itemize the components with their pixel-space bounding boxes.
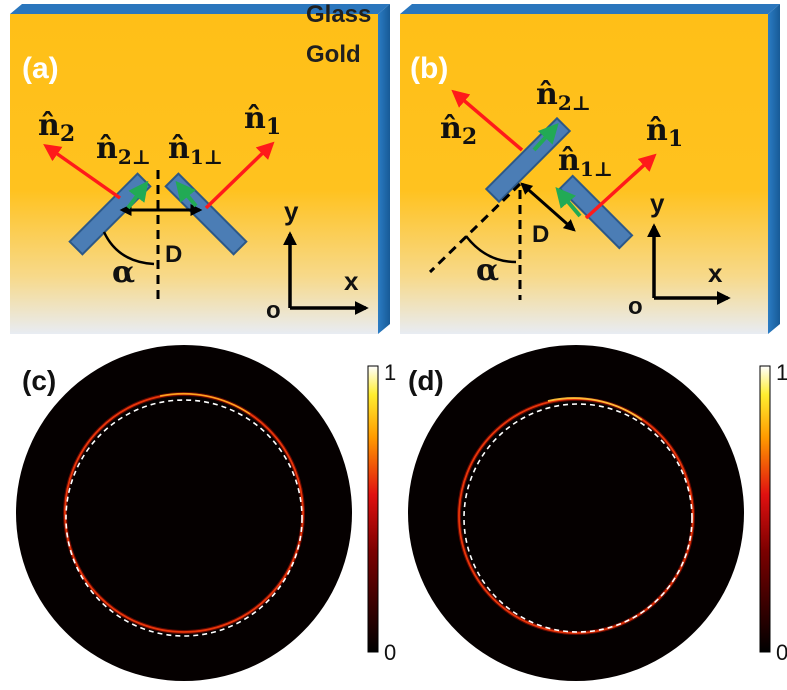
panel-label-c: (c): [22, 365, 56, 396]
gold-face-b: [400, 14, 768, 334]
glass-top-a: [10, 4, 390, 14]
alpha-arc-b: [465, 235, 517, 264]
y-label-b: y: [650, 188, 665, 218]
glass-side-b: [768, 4, 780, 334]
colorbar-max-d: 1: [776, 360, 787, 385]
normal-n1-arrow-a: [204, 141, 275, 210]
ring-d: [458, 398, 694, 634]
distance-arrow-b: [520, 182, 576, 232]
n1perp-label-a: n̂1⊥: [168, 131, 223, 169]
perp-n2-arrow-b: [532, 123, 559, 152]
normal-n1-arrow-b: [584, 153, 657, 220]
n2-label-b: n̂2: [440, 111, 477, 150]
distance-label-b: D: [532, 221, 549, 248]
colorbar-min-c: 0: [384, 640, 396, 665]
colorbar-max-c: 1: [384, 360, 396, 385]
n1perp-label-b: n̂1⊥: [558, 143, 613, 181]
perp-n1-arrow-a: [175, 180, 198, 208]
n1-label-a: n̂1: [244, 101, 281, 140]
alpha-label-b: α: [476, 253, 499, 288]
glass-side-a: [378, 4, 390, 334]
n2-label-a: n̂2: [38, 108, 75, 147]
panel-a: (a) Glass Gold D α n̂2 n̂2⊥ n̂1⊥ n̂1 y: [10, 1, 390, 334]
glass-label: Glass: [306, 1, 371, 28]
panel-label-b: (b): [410, 52, 448, 85]
n2perp-label-b: n̂2⊥: [536, 77, 591, 115]
perp-n1-arrow-b: [555, 186, 582, 218]
alpha-label-a: α: [112, 255, 135, 290]
reference-circle-d: [463, 403, 693, 633]
ring-bright-c: [159, 392, 251, 415]
origin-label-a: o: [266, 297, 281, 324]
colorbar-c: [367, 365, 379, 653]
normal-n2-arrow-a: [43, 143, 122, 200]
glass-top-b: [400, 4, 780, 14]
x-label-a: x: [344, 266, 359, 296]
panel-b: (b) D α n̂2 n̂2⊥ n̂1⊥ n̂1 y x o: [400, 4, 780, 334]
tilted-axis-b: [428, 182, 522, 274]
y-label-a: y: [284, 196, 299, 226]
n1-label-b: n̂1: [646, 113, 683, 152]
ring-bright-d: [547, 397, 643, 421]
panel-label-a: (a): [22, 52, 59, 85]
gold-label: Gold: [306, 41, 361, 68]
normal-n2-arrow-b: [451, 89, 524, 152]
colorbar-min-d: 0: [776, 640, 787, 665]
panel-d: (d) 1 0: [408, 345, 787, 681]
origin-label-b: o: [628, 293, 643, 320]
slit-lower-b: [558, 174, 634, 250]
panel-label-d: (d): [408, 365, 444, 396]
colorbar-d: [759, 365, 771, 653]
distance-label-a: D: [165, 241, 182, 268]
panel-c: (c) 1 0: [16, 345, 396, 681]
perp-n2-arrow-a: [126, 180, 149, 210]
reference-circle-c: [65, 399, 303, 637]
n2perp-label-a: n̂2⊥: [96, 131, 151, 169]
gold-face-a: [10, 14, 378, 334]
alpha-arc-a: [102, 231, 155, 266]
x-label-b: x: [708, 258, 723, 288]
